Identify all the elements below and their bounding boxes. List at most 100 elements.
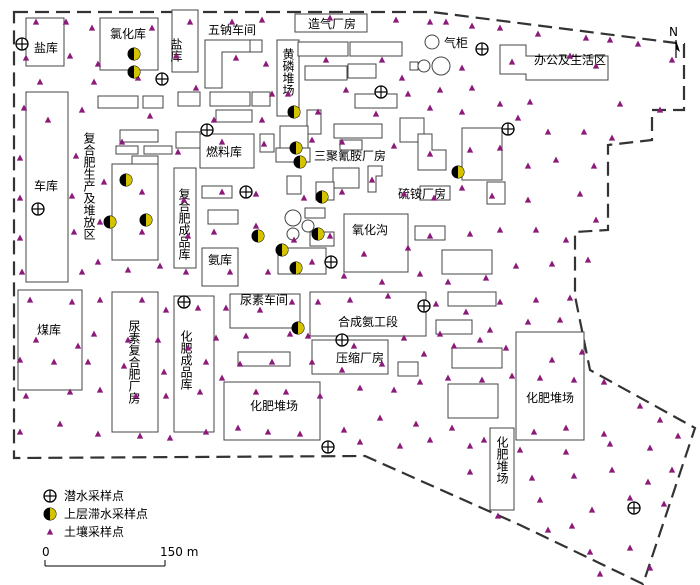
soil-sample-marker [252,222,260,229]
soil-sample-marker [544,526,552,533]
phreatic-sample-marker [475,42,489,56]
soil-sample-marker [536,496,544,503]
soil-sample-marker [70,228,78,235]
soil-sample-marker [608,134,616,141]
soil-sample-marker [262,60,270,67]
soil-sample-marker [584,256,592,263]
soil-sample-marker [660,500,668,507]
soil-sample-marker [36,78,44,85]
soil-sample-marker [286,330,294,337]
perched-sample-marker [289,261,303,275]
label-ranliaoku: 燃料库 [206,144,242,159]
soil-sample-marker [436,86,444,93]
soil-sample-marker [96,386,104,393]
label-huafeiduichang-3: 化肥堆场 [495,436,509,484]
soil-sample-marker [496,298,504,305]
north-label: N [669,25,678,39]
soil-sample-marker [450,342,458,349]
phreatic-sample-marker [335,333,349,347]
soil-sample-marker [476,336,484,343]
label-niaosufuhe: 尿素复合肥厂房 [127,320,141,404]
soil-sample-marker [668,56,676,63]
label-huafeiduichang-2: 化肥堆场 [526,391,574,405]
soil-sample-marker [592,216,600,223]
soil-sample-marker [524,318,532,325]
perched-sample-marker [287,105,301,119]
label-cheku: 车库 [34,178,58,193]
label-zaoqichangfang: 造气厂房 [308,16,356,31]
buildings [17,9,609,511]
soil-sample-marker [258,116,266,123]
soil-sample-marker [412,420,420,427]
soil-sample-marker [16,194,24,201]
soil-sample-marker [508,372,516,379]
soil-sample-marker [432,300,440,307]
soil-sample-marker [644,478,652,485]
soil-sample-marker [264,268,272,275]
phreatic-sample-marker [155,72,169,86]
soil-sample-marker [668,466,676,473]
soil-sample-marker [458,64,466,71]
label-hechenganq: 合成氨工段 [338,314,398,329]
perched-sample-marker [127,65,141,79]
soil-sample-marker [586,548,594,555]
perched-sample-marker [293,155,307,169]
soil-sample-marker [608,466,616,473]
soil-sample-marker [398,74,406,81]
soil-sample-marker [524,196,532,203]
phreatic-sample-marker [177,295,191,309]
soil-sample-marker [532,226,540,233]
soil-sample-marker [94,430,102,437]
map-labels: 盐库 氯化库 盐库 五钠车间 造气厂房 气柜 办公及生活区 黄磷堆场 车库 复合… [34,16,606,484]
phreatic-sample-marker [324,255,338,269]
legend-phreatic-icon [43,489,57,503]
soil-sample-marker [258,16,266,23]
soil-sample-marker [94,258,102,265]
label-fuhechengpin: 复合肥成品库 [177,188,191,261]
label-yasuo: 压缩厂房 [336,350,384,365]
soil-sample-marker [626,544,634,551]
soil-sample-marker [544,128,552,135]
soil-sample-marker [548,260,556,267]
soil-sample-marker [390,386,398,393]
soil-sample-marker [588,506,596,513]
soil-sample-marker [568,522,576,529]
soil-sample-marker [590,162,598,169]
soil-sample-marker [22,392,30,399]
soil-sample-marker [674,432,682,439]
label-yanku-1: 盐库 [34,40,58,55]
soil-sample-marker [478,376,486,383]
perched-sample-marker [289,141,303,155]
soil-sample-marker [444,374,452,381]
soil-sample-marker [396,442,404,449]
soil-sample-marker [242,332,250,339]
soil-sample-marker [90,330,98,337]
soil-sample-marker [468,84,476,91]
phreatic-sample-marker [627,501,641,515]
perched-sample-marker [251,229,265,243]
soil-sample-marker [322,56,330,63]
soil-sample-marker [372,110,380,117]
soil-sample-marker [356,384,364,391]
soil-sample-marker [308,136,316,143]
north-arrow: N [669,25,680,58]
soil-sample-marker [462,308,470,315]
soil-sample-marker [416,270,424,277]
soil-sample-marker [404,90,412,97]
legend: 潜水采样点 上层滞水采样点 土壤采样点 [43,488,148,539]
phreatic-sample-marker [31,202,45,216]
phreatic-sample-marker [239,185,253,199]
soil-sample-marker [656,416,664,423]
soil-sample-marker [136,432,144,439]
soil-sample-marker [56,420,64,427]
soil-sample-marker [606,440,614,447]
perched-sample-marker [315,190,329,204]
legend-perched-label: 上层滞水采样点 [64,506,148,521]
soil-sample-marker [16,428,24,435]
label-wunachejian: 五钠车间 [208,22,256,37]
soil-sample-marker [162,306,170,313]
soil-sample-marker [646,444,654,451]
perched-sample-marker [451,165,465,179]
soil-sample-marker [16,234,24,241]
